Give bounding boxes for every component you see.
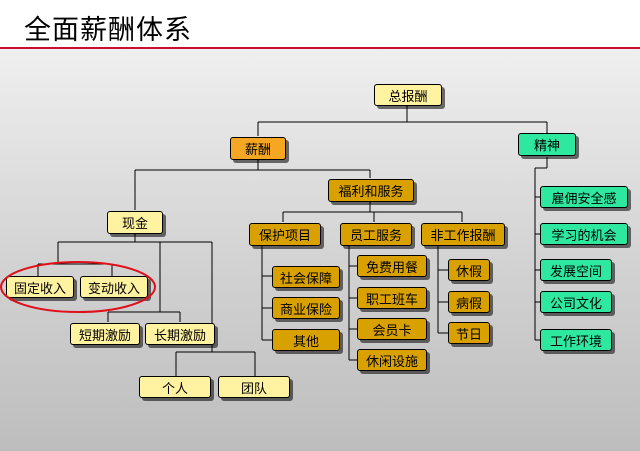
node-spirit: 精神 [518, 133, 576, 156]
node-vacation: 休假 [448, 259, 490, 281]
node-other: 其他 [272, 329, 340, 351]
node-membership-card: 会员卡 [357, 318, 427, 340]
node-non-work-pay: 非工作报酬 [421, 223, 505, 246]
node-learning-opportunity: 学习的机会 [540, 223, 628, 245]
node-holidays: 节日 [448, 322, 490, 344]
node-social-insurance: 社会保障 [272, 266, 340, 288]
node-cash: 现金 [107, 211, 163, 234]
node-work-environment: 工作环境 [540, 329, 612, 351]
page-title: 全面薪酬体系 [24, 15, 192, 46]
node-individual: 个人 [139, 376, 211, 398]
node-root: 总报酬 [374, 84, 442, 106]
title-band: 全面薪酬体系 [0, 0, 640, 48]
node-welfare-service: 福利和服务 [328, 179, 414, 202]
node-variable-income: 变动收入 [80, 276, 148, 298]
node-free-meals: 免费用餐 [357, 255, 427, 277]
node-development-space: 发展空间 [540, 259, 612, 281]
node-staff-shuttle: 职工班车 [357, 287, 427, 309]
node-employment-security: 雇佣安全感 [540, 186, 628, 208]
node-commercial-insurance: 商业保险 [272, 297, 340, 319]
node-long-term-incentive: 长期激励 [145, 323, 215, 345]
node-fixed-income: 固定收入 [6, 276, 74, 298]
node-protection-items: 保护项目 [249, 223, 321, 246]
node-salary: 薪酬 [230, 137, 286, 160]
node-leisure-facilities: 休闲设施 [357, 349, 427, 371]
node-team: 团队 [218, 376, 290, 398]
node-employee-services: 员工服务 [340, 223, 412, 246]
node-company-culture: 公司文化 [540, 291, 612, 313]
title-rule [0, 47, 640, 49]
node-short-term-incentive: 短期激励 [70, 323, 140, 345]
node-sick-leave: 病假 [448, 291, 490, 313]
